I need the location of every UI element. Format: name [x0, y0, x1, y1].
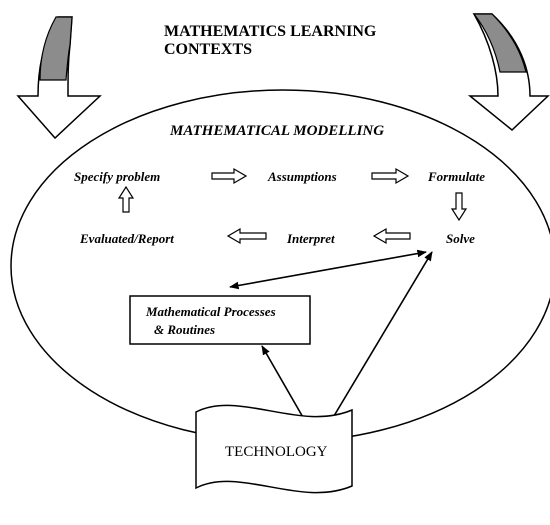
left-curved-arrow-icon: [16, 16, 102, 140]
arrow-down-icon: [450, 192, 468, 222]
arrow-up-icon: [117, 185, 135, 213]
header-title-line1: MATHEMATICS LEARNING: [164, 23, 377, 40]
link-technology-solve: [321, 251, 433, 437]
technology-banner: [195, 404, 353, 494]
step-interpret: Interpret: [286, 231, 335, 246]
step-assumptions: Assumptions: [267, 169, 337, 184]
processes-line2: & Routines: [154, 322, 215, 337]
technology-label: TECHNOLOGY: [225, 444, 328, 460]
modelling-ellipse: [10, 89, 550, 443]
arrow-left-icon: [372, 227, 411, 245]
step-solve: Solve: [446, 231, 475, 246]
step-specify-problem: Specify problem: [74, 169, 160, 184]
processes-line1: Mathematical Processes: [145, 304, 276, 319]
right-curved-arrow-icon: [467, 13, 550, 131]
processes-box: [129, 295, 311, 345]
step-evaluated-report: Evaluated/Report: [79, 231, 174, 246]
modelling-title: MATHEMATICAL MODELLING: [169, 123, 384, 139]
arrow-left-icon: [226, 227, 267, 245]
arrow-right-icon: [211, 167, 248, 185]
step-formulate: Formulate: [427, 169, 485, 184]
header-title-line2: CONTEXTS: [164, 41, 252, 58]
link-processes-technology: [261, 345, 309, 427]
arrow-right-icon: [371, 167, 410, 185]
